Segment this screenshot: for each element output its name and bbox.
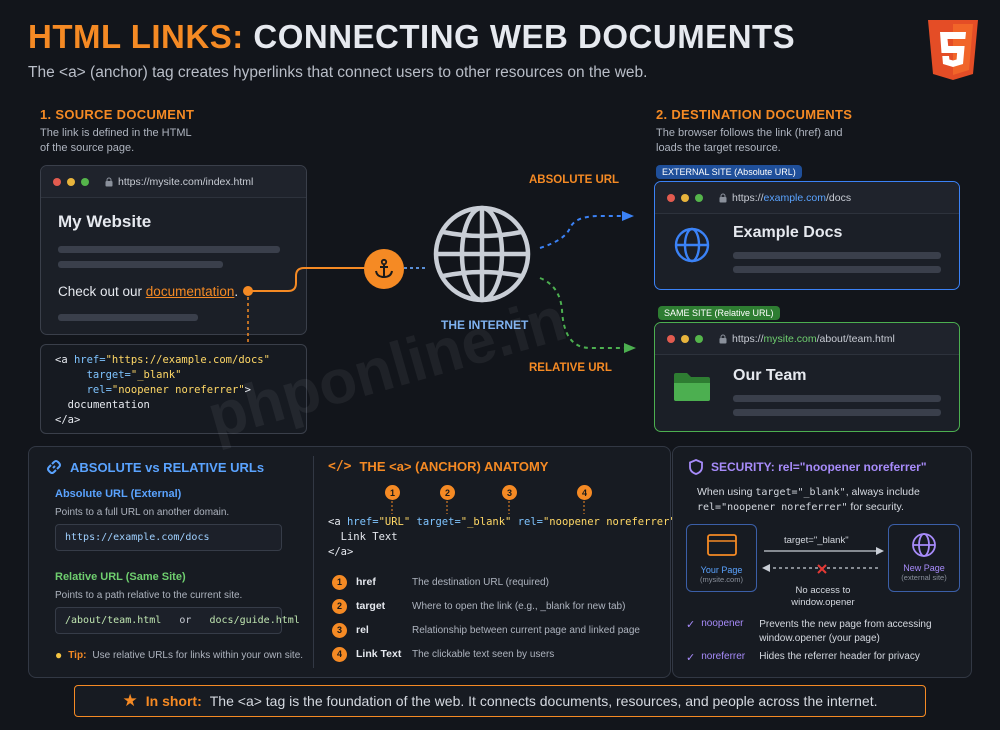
absolute-url-label: ABSOLUTE URL xyxy=(529,174,620,186)
maximize-dot-icon xyxy=(695,193,703,202)
relative-url-title: Relative URL (Same Site) xyxy=(55,571,186,583)
destination-description: The browser follows the link (href) and … xyxy=(656,127,843,154)
browser-window-icon xyxy=(706,534,737,556)
same-site-pill: SAME SITE (Relative URL) xyxy=(658,306,780,320)
close-dot-icon xyxy=(53,177,61,186)
html5-logo-icon xyxy=(926,20,980,85)
marker-3: 3 xyxy=(502,485,517,500)
anchor-icon xyxy=(364,249,404,289)
absolute-url-desc: Points to a full URL on another domain. xyxy=(55,507,230,518)
panel-divider xyxy=(313,456,314,668)
list-item: ✓ noopener Prevents the new page from ac… xyxy=(686,618,932,644)
placeholder-line xyxy=(58,314,198,321)
anatomy-panel-header: </> THE <a> (ANCHOR) ANATOMY xyxy=(328,459,549,474)
info-panel-left xyxy=(28,446,671,678)
lock-icon xyxy=(719,334,727,343)
security-description: When using target="_blank", always inclu… xyxy=(697,486,920,513)
shield-icon xyxy=(689,459,703,475)
minimize-dot-icon xyxy=(681,334,689,343)
external-site-pill: EXTERNAL SITE (Absolute URL) xyxy=(656,165,802,179)
lock-icon xyxy=(719,193,727,202)
source-to-anchor-line xyxy=(248,267,366,292)
absolute-url-example: https://example.com/docs xyxy=(55,524,282,551)
link-chain-icon xyxy=(47,460,61,474)
new-page-box: New Page (external site) xyxy=(888,524,960,592)
minimize-dot-icon xyxy=(67,177,75,186)
link-point-marker xyxy=(243,286,253,296)
absolute-arrowhead xyxy=(622,211,634,221)
address-bar[interactable]: https://example.com/docs xyxy=(719,192,851,204)
star-icon: ★ xyxy=(122,691,138,710)
list-item: ✓ noreferrer Hides the referrer header f… xyxy=(686,651,920,664)
your-page-box: Your Page (mysite.com) xyxy=(686,524,757,592)
tip-row: ● Tip: Use relative URLs for links withi… xyxy=(55,648,304,662)
same-site-page-title: Our Team xyxy=(733,367,807,384)
minimize-dot-icon xyxy=(681,193,689,202)
close-dot-icon xyxy=(667,193,675,202)
address-bar[interactable]: https://mysite.com/about/team.html xyxy=(719,333,895,345)
summary-banner: ★ In short: The <a> tag is the foundatio… xyxy=(74,685,926,717)
internet-label: THE INTERNET xyxy=(441,318,529,332)
maximize-dot-icon xyxy=(695,334,703,343)
documentation-link[interactable]: documentation xyxy=(145,284,235,299)
no-access-note: No access to window.opener xyxy=(791,585,855,608)
relative-arrowhead xyxy=(624,343,636,353)
lightbulb-icon: ● xyxy=(55,648,63,662)
placeholder-line xyxy=(733,252,941,259)
target-blank-label: target="_blank" xyxy=(784,535,849,546)
security-list: ✓ noopener Prevents the new page from ac… xyxy=(686,618,966,664)
page-title: HTML LINKS: CONNECTING WEB DOCUMENTS xyxy=(28,18,796,55)
address-bar[interactable]: https://mysite.com/index.html xyxy=(105,176,253,188)
relative-url-label: RELATIVE URL xyxy=(529,362,612,374)
page-subtitle: The <a> (anchor) tag creates hyperlinks … xyxy=(28,64,648,81)
relative-url-path xyxy=(539,277,626,349)
globe-icon xyxy=(430,202,534,311)
check-icon: ✓ xyxy=(686,652,696,664)
source-code-block: <a href="https://example.com/docs" targe… xyxy=(40,344,307,434)
marker-lines xyxy=(391,501,585,514)
anatomy-list: 1 href The destination URL (required) 2 … xyxy=(332,570,662,666)
globe-purple-icon xyxy=(912,533,936,557)
close-dot-icon xyxy=(667,334,675,343)
list-item: 1 href The destination URL (required) xyxy=(332,570,662,594)
security-panel xyxy=(672,446,972,678)
external-page-title: Example Docs xyxy=(733,224,843,241)
check-icon: ✓ xyxy=(686,619,696,631)
placeholder-line xyxy=(733,266,941,273)
link-sentence: Check out our documentation. xyxy=(58,284,239,299)
placeholder-line xyxy=(58,246,280,253)
source-heading: 1. SOURCE DOCUMENT xyxy=(40,107,195,122)
list-item: 3 rel Relationship between current page … xyxy=(332,618,662,642)
marker-1: 1 xyxy=(385,485,400,500)
folder-icon xyxy=(673,371,711,408)
absolute-url-title: Absolute URL (External) xyxy=(55,488,182,500)
anatomy-code: <a href="URL" target="_blank" rel="noope… xyxy=(328,516,682,558)
lock-icon xyxy=(105,177,113,186)
source-browser-window: https://mysite.com/index.html My Website… xyxy=(40,165,307,335)
placeholder-line xyxy=(733,395,941,402)
security-arrows xyxy=(762,547,884,574)
relative-url-examples: /about/team.html or docs/guide.html xyxy=(55,607,300,634)
urls-panel-header: ABSOLUTE vs RELATIVE URLs xyxy=(46,459,264,475)
security-panel-header: SECURITY: rel="noopener noreferrer" xyxy=(689,459,927,475)
site-title: My Website xyxy=(58,212,152,231)
relative-url-desc: Points to a path relative to the current… xyxy=(55,590,243,601)
placeholder-line xyxy=(58,261,223,268)
source-description: The link is defined in the HTML of the s… xyxy=(40,127,192,154)
code-brackets-icon: </> xyxy=(328,459,352,474)
same-site-browser-window: https://mysite.com/about/team.html Our T… xyxy=(654,322,960,432)
destination-heading: 2. DESTINATION DOCUMENTS xyxy=(656,107,853,122)
placeholder-line xyxy=(733,409,941,416)
browser-toolbar: https://mysite.com/index.html xyxy=(41,166,306,198)
marker-2: 2 xyxy=(440,485,455,500)
globe-small-icon xyxy=(673,226,711,269)
external-browser-window: https://example.com/docs Example Docs xyxy=(654,181,960,290)
maximize-dot-icon xyxy=(81,177,89,186)
connection-diagram xyxy=(243,211,636,353)
list-item: 2 target Where to open the link (e.g., _… xyxy=(332,594,662,618)
marker-4: 4 xyxy=(577,485,592,500)
list-item: 4 Link Text The clickable text seen by u… xyxy=(332,642,662,666)
